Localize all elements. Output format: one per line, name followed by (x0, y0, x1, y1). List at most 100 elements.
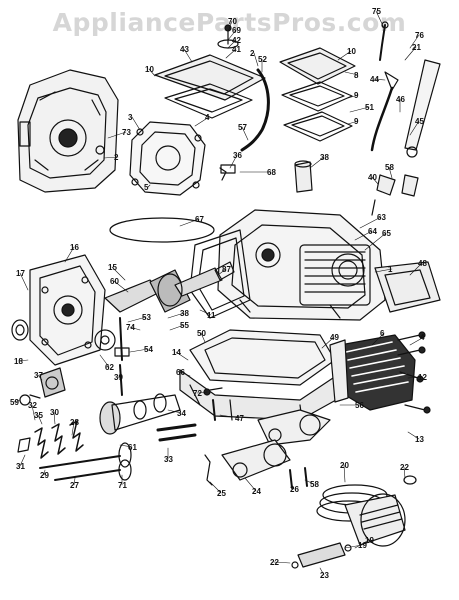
part-number-label: 12 (418, 373, 427, 382)
tappet-bolts (156, 423, 197, 442)
part-number-label: 72 (193, 389, 202, 398)
part-number-label: 68 (267, 168, 276, 177)
part-number-label: 51 (365, 103, 374, 112)
camshaft (99, 393, 181, 435)
part-number-label: 23 (320, 571, 329, 580)
leader-line (179, 371, 191, 377)
oil-filler-cap (403, 475, 417, 485)
part-number-label: 4 (420, 333, 425, 342)
leader-line (43, 469, 46, 476)
leader-line (403, 466, 406, 479)
breather-gaskets (281, 81, 353, 142)
part-number-label: 9 (354, 117, 359, 126)
leader-line (194, 116, 210, 127)
leader-line (375, 10, 385, 29)
cover-gasket (164, 83, 253, 119)
part-number-label: 6 (380, 329, 385, 338)
part-number-label: 54 (144, 345, 153, 354)
oil-seal (11, 319, 29, 341)
part-number-label: 45 (415, 117, 424, 126)
leader-line (129, 326, 141, 331)
leader-line (217, 268, 227, 276)
leader-line (343, 464, 346, 483)
part-number-label: 24 (252, 487, 261, 496)
part-number-label: 52 (258, 55, 267, 64)
part-number-label: 15 (108, 263, 117, 272)
part-number-label: 46 (396, 95, 405, 104)
part-number-label: 39 (114, 373, 123, 382)
part-number-label: 48 (418, 259, 427, 268)
leader-line (99, 354, 110, 368)
part-number-label: 35 (34, 411, 43, 420)
part-number-label: 22 (400, 463, 409, 472)
leader-line (107, 131, 127, 139)
part-number-label: 19 (358, 541, 367, 550)
head-bolts (397, 331, 431, 414)
part-number-label: 38 (320, 153, 329, 162)
piston-pin (297, 542, 346, 568)
leader-line (291, 484, 295, 490)
camshaft-gear (94, 329, 116, 351)
leader-line (37, 374, 43, 381)
leader-line (19, 454, 26, 467)
part-number-label: 57 (238, 123, 247, 132)
leader-line (117, 376, 123, 379)
part-number-label: 10 (347, 47, 356, 56)
leader-line (359, 216, 382, 229)
leader-line (309, 156, 325, 169)
oil-pan (179, 329, 346, 421)
leader-line (229, 154, 238, 169)
part-number-label: 58 (385, 163, 394, 172)
o-ring-gasket (109, 217, 215, 243)
leader-line (129, 348, 149, 353)
part-number-label: 9 (354, 91, 359, 100)
leader-line (244, 477, 257, 492)
part-number-label: 3 (128, 113, 133, 122)
leader-line (227, 29, 237, 41)
leader-line (371, 332, 385, 346)
crankcase-side-cover (17, 69, 119, 193)
leader-line (225, 48, 237, 59)
part-number-label: 42 (232, 36, 241, 45)
part-number-label: 69 (232, 26, 241, 35)
part-number-label: 66 (176, 368, 185, 377)
leader-line (103, 156, 119, 159)
leader-line (127, 316, 147, 323)
part-number-label: 38 (180, 309, 189, 318)
part-number-label: 36 (233, 151, 242, 160)
part-number-label: 87 (222, 265, 231, 274)
part-number-label: 63 (377, 213, 386, 222)
leader-line (167, 312, 185, 319)
part-number-label: 14 (172, 348, 181, 357)
part-number-label: 64 (368, 227, 377, 236)
leader-line (19, 272, 29, 291)
leader-line (167, 409, 182, 414)
part-number-label: 18 (14, 357, 23, 366)
leader-line (319, 567, 325, 576)
part-number-label: 50 (197, 329, 206, 338)
leader-line (354, 230, 373, 241)
leader-line (253, 52, 259, 67)
part-number-label: 60 (110, 277, 119, 286)
breather-tube (240, 68, 270, 152)
part-number-label: 55 (180, 321, 189, 330)
part-number-label: 31 (16, 462, 25, 471)
part-number-label: 75 (372, 7, 381, 16)
part-number-label: 74 (126, 323, 135, 332)
part-number-label: 41 (232, 45, 241, 54)
rod-cap-bolts (289, 467, 308, 489)
part-number-label: 20 (340, 461, 349, 470)
part-number-label: 5 (144, 183, 149, 192)
leader-line (347, 120, 359, 125)
part-number-label: 43 (180, 45, 189, 54)
part-number-label: 73 (122, 128, 131, 137)
leader-line (364, 232, 387, 251)
leader-line (131, 116, 141, 131)
part-number-label: 61 (128, 443, 137, 452)
part-number-label: 16 (70, 243, 79, 252)
part-number-label: 2 (250, 49, 255, 58)
leader-line (347, 94, 359, 99)
part-number-label: 32 (28, 401, 37, 410)
leader-line (273, 561, 291, 564)
